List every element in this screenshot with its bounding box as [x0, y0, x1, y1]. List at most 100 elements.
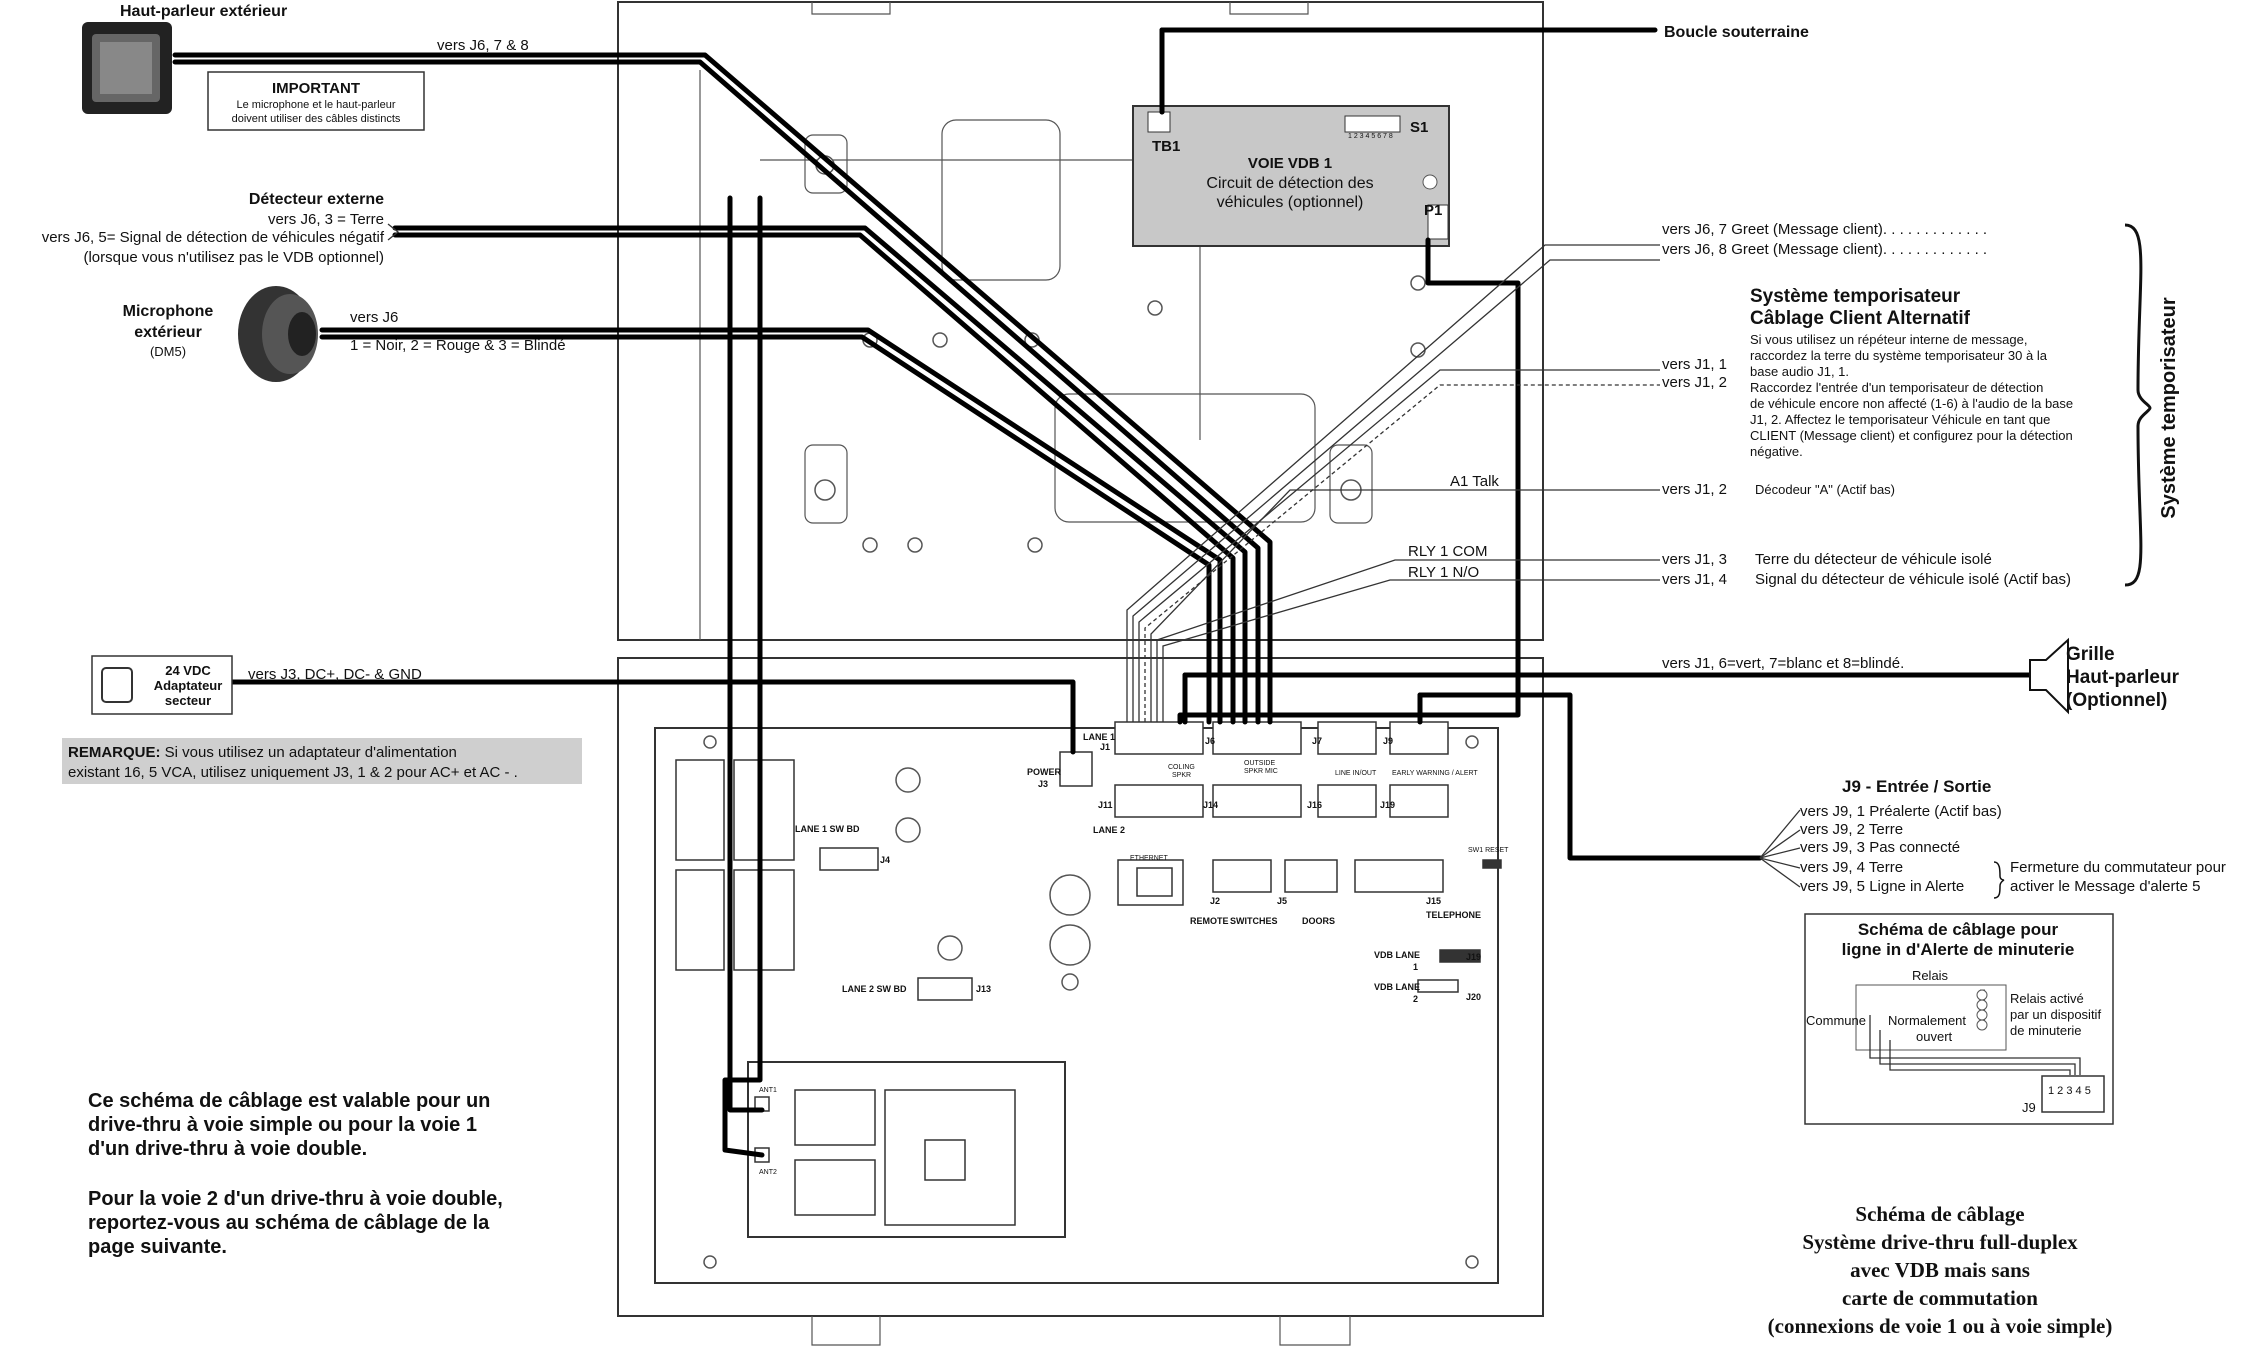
svg-text:Système drive-thru full-duplex: Système drive-thru full-duplex [1802, 1230, 2078, 1254]
svg-text:Câblage Client Alternatif: Câblage Client Alternatif [1750, 308, 1971, 329]
svg-text:CLIENT (Message client) et con: CLIENT (Message client) et configurez po… [1750, 428, 2073, 443]
s1-label: S1 [1410, 119, 1428, 136]
svg-text:1 2 3 4 5: 1 2 3 4 5 [2048, 1085, 2091, 1097]
description-text: Ce schéma de câblage est valable pour un… [88, 1090, 503, 1258]
p1-label: P1 [1424, 202, 1442, 219]
svg-text:J1: J1 [1100, 742, 1110, 752]
svg-text:SW1 RESET: SW1 RESET [1468, 847, 1509, 854]
svg-text:ANT2: ANT2 [759, 1169, 777, 1176]
svg-text:Décodeur "A" (Actif bas): Décodeur "A" (Actif bas) [1755, 482, 1895, 497]
svg-text:1: 1 [1413, 962, 1418, 972]
svg-text:activer le Message d'alerte 5: activer le Message d'alerte 5 [2010, 878, 2200, 895]
svg-text:carte de commutation: carte de commutation [1842, 1286, 2038, 1310]
svg-text:J9: J9 [1383, 736, 1393, 746]
diagram-caption: Schéma de câblage Système drive-thru ful… [1768, 1202, 2113, 1338]
svg-text:vers J1, 1: vers J1, 1 [1662, 356, 1727, 373]
svg-text:raccordez la terre du système: raccordez la terre du système temporisat… [1750, 348, 2048, 363]
svg-text:Raccordez l'entrée d'un tempor: Raccordez l'entrée d'un temporisateur de… [1750, 380, 2043, 395]
svg-text:LANE 2 SW BD: LANE 2 SW BD [842, 984, 907, 994]
svg-text:Adaptateur: Adaptateur [154, 678, 223, 693]
rly1-no: RLY 1 N/O [1408, 564, 1479, 581]
svg-text:Microphone: Microphone [123, 303, 214, 320]
svg-text:Relais: Relais [1912, 968, 1949, 983]
svg-text:vers J9, 5 Ligne in Alerte: vers J9, 5 Ligne in Alerte [1800, 878, 1964, 895]
svg-text:vers J9, 3 Pas connecté: vers J9, 3 Pas connecté [1800, 839, 1960, 856]
svg-text:VDB LANE: VDB LANE [1374, 950, 1420, 960]
svg-text:page suivante.: page suivante. [88, 1236, 227, 1258]
svg-text:J9: J9 [2022, 1100, 2036, 1115]
svg-text:2: 2 [1413, 994, 1418, 1004]
svg-text:vers J9, 2 Terre: vers J9, 2 Terre [1800, 821, 1903, 838]
important-note: IMPORTANT Le microphone et le haut-parle… [207, 71, 425, 131]
svg-text:Grille: Grille [2066, 644, 2115, 665]
svg-text:ligne in d'Alerte de minuterie: ligne in d'Alerte de minuterie [1842, 940, 2075, 959]
svg-text:(DM5): (DM5) [150, 344, 186, 359]
svg-text:de minuterie: de minuterie [2010, 1023, 2082, 1038]
svg-text:J1, 2. Affectez le temporisate: J1, 2. Affectez le temporisateur Véhicul… [1750, 412, 2050, 427]
svg-text:vers J6, 5= Signal de détectio: vers J6, 5= Signal de détection de véhic… [42, 229, 385, 246]
timer-leads [1126, 244, 1660, 722]
outdoor-speaker: Haut-parleur extérieur [82, 3, 287, 114]
svg-text:Pour la voie 2 d'un drive-thru: Pour la voie 2 d'un drive-thru à voie do… [88, 1188, 503, 1210]
tb1-label: TB1 [1152, 138, 1180, 155]
svg-text:(lorsque vous n'utilisez pas l: (lorsque vous n'utilisez pas le VDB opti… [83, 249, 384, 266]
svg-text:Terre du détecteur de véhicule: Terre du détecteur de véhicule isolé [1755, 551, 1992, 568]
svg-text:POWER: POWER [1027, 767, 1062, 777]
svg-text:(Optionnel): (Optionnel) [2066, 690, 2167, 711]
svg-text:SPKR: SPKR [1172, 772, 1191, 779]
svg-text:J13: J13 [976, 984, 991, 994]
svg-text:COLING: COLING [1168, 764, 1195, 771]
vdb-board: TB1 S1 P1 1 2 3 4 5 6 7 8 VOIE VDB 1 Cir… [1132, 105, 1450, 247]
svg-text:Fermeture du commutateur pour: Fermeture du commutateur pour [2010, 859, 2226, 876]
to-j3: vers J3, DC+, DC- & GND [248, 666, 422, 683]
outdoor-speaker-label: Haut-parleur extérieur [120, 3, 287, 20]
svg-text:J14: J14 [1203, 800, 1218, 810]
svg-text:de véhicule encore non affecté: de véhicule encore non affecté (1-6) à l… [1750, 396, 2073, 411]
power-adapter: 24 VDC Adaptateur secteur [91, 655, 233, 715]
svg-text:24 VDC: 24 VDC [165, 663, 211, 678]
svg-text:drive-thru à voie simple ou po: drive-thru à voie simple ou pour la voie… [88, 1114, 477, 1136]
svg-text:Ce schéma de câblage est valab: Ce schéma de câblage est valable pour un [88, 1090, 490, 1112]
svg-text:par un dispositif: par un dispositif [2010, 1007, 2101, 1022]
svg-text:vers J1, 2: vers J1, 2 [1662, 481, 1727, 498]
main-board-connectors [675, 721, 1502, 1238]
svg-text:ANT1: ANT1 [759, 1087, 777, 1094]
svg-text:LANE 1: LANE 1 [1083, 732, 1115, 742]
main-board-labels: LANE 1 J1 POWER J3 LANE 2 J11 J6 J14 J7 … [759, 732, 1509, 1176]
svg-text:vers J1, 2: vers J1, 2 [1662, 374, 1727, 391]
alert-wiring-box: Schéma de câblage pour ligne in d'Alerte… [1804, 913, 2114, 1125]
svg-text:J4: J4 [880, 855, 890, 865]
svg-text:(connexions de voie 1 ou à voi: (connexions de voie 1 ou à voie simple) [1768, 1314, 2113, 1338]
j9-leads [1759, 809, 1801, 888]
svg-text:vers J9, 1 Préalerte (Actif: vers J9, 1 Préalerte (Actif bas) [1800, 803, 2002, 820]
svg-text:vers J6, 3 = Terre: vers J6, 3 = Terre [268, 211, 384, 228]
svg-text:J6: J6 [1205, 736, 1215, 746]
vdb-desc-2: véhicules (optionnel) [1217, 194, 1364, 211]
external-detector: Détecteur externe vers J6, 3 = Terre ver… [42, 191, 400, 266]
a1-talk: A1 Talk [1450, 473, 1499, 490]
svg-text:VDB LANE: VDB LANE [1374, 982, 1420, 992]
svg-text:J2: J2 [1210, 896, 1220, 906]
svg-text:extérieur: extérieur [134, 324, 202, 341]
svg-text:J7: J7 [1312, 736, 1322, 746]
svg-text:Normalement: Normalement [1888, 1013, 1966, 1028]
svg-text:secteur: secteur [165, 693, 211, 708]
svg-text:ETHERNET: ETHERNET [1130, 855, 1168, 862]
j9-io-block: J9 - Entrée / Sortie vers J9, 1 Préalert… [1800, 777, 2226, 899]
wires [172, 27, 2033, 1158]
svg-text:négative.: négative. [1750, 444, 1803, 459]
svg-text:Détecteur externe: Détecteur externe [249, 191, 384, 208]
svg-text:TELEPHONE: TELEPHONE [1426, 910, 1481, 920]
svg-text:LANE 1 SW BD: LANE 1 SW BD [795, 824, 860, 834]
svg-text:REMOTE: REMOTE [1190, 916, 1229, 926]
svg-text:DOORS: DOORS [1302, 916, 1335, 926]
svg-text:Schéma de câblage: Schéma de câblage [1855, 1202, 2024, 1226]
svg-text:SPKR MIC: SPKR MIC [1244, 768, 1278, 775]
svg-text:Système temporisateur: Système temporisateur [1750, 286, 1961, 307]
svg-text:Le microphone et le haut-parle: Le microphone et le haut-parleur [237, 99, 396, 111]
vdb-desc-1: Circuit de détection des [1206, 175, 1373, 192]
svg-text:Schéma de câblage pour: Schéma de câblage pour [1858, 920, 2059, 939]
svg-text:J16: J16 [1307, 800, 1322, 810]
